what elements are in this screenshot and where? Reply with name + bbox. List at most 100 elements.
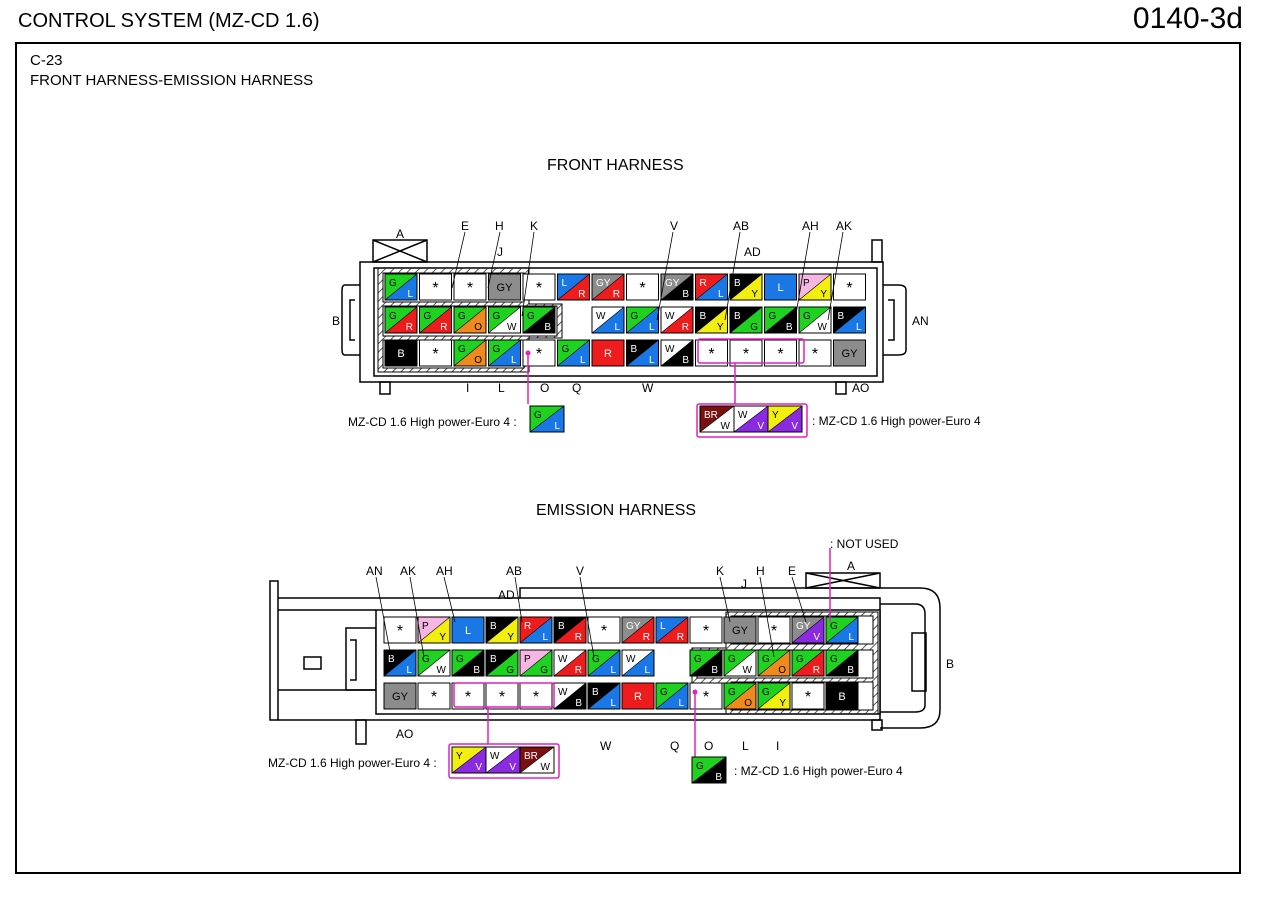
wire-color-code: B (847, 665, 854, 676)
front-label-ab: AB (733, 219, 750, 233)
emission-label-an: AN (366, 564, 383, 578)
emission-pin-r1-c14: GL (825, 616, 859, 644)
emission-pin-r1-c3: L (451, 616, 485, 644)
emission-label-b: B (946, 657, 955, 671)
front-pin-r2-c3: GO (453, 306, 487, 334)
wire-color-code: P (422, 621, 429, 632)
wire-color-code: G (696, 761, 704, 772)
emission-note-group-wire-1: YV (451, 746, 487, 774)
emission-pin-r2-c4: BG (485, 649, 519, 677)
wire-color-code: L (406, 665, 412, 676)
diagram-frame (15, 42, 1241, 874)
wire-color-code: GY (596, 278, 611, 289)
emission-harness-title: EMISSION HARNESS (536, 502, 697, 519)
connector-name: FRONT HARNESS-EMISSION HARNESS (30, 72, 314, 89)
emission-pin-r2-c14: GB (825, 649, 859, 677)
emission-label-i: I (776, 739, 780, 753)
wire-color-code: L (511, 355, 517, 366)
wire-color-code: L (848, 632, 854, 643)
wire-color-code: B (711, 665, 718, 676)
wire-color-code: R (575, 632, 582, 643)
front-pin-r2-c5: GB (522, 306, 556, 334)
front-note-group-wire-1: BRW (699, 405, 735, 433)
wire-color-code: Y (751, 289, 758, 300)
front-pin-r1-c6: LR (557, 273, 590, 301)
front-note-single-wire-1: GL (529, 405, 565, 433)
empty-pin-mark: * (639, 280, 645, 297)
emission-note-group-text: MZ-CD 1.6 High power-Euro 4 : (268, 756, 437, 770)
emission-pin-r1-c2: PY (417, 616, 451, 644)
wire-color-code: B (575, 698, 582, 709)
emission-label-ab: AB (506, 564, 523, 578)
wire-color-code: G (830, 621, 838, 632)
wire-color-code: G (456, 654, 464, 665)
front-pin-r2-c7: WL (591, 306, 625, 334)
emission-pin-r1-c8: GYR (621, 616, 655, 644)
front-label-o: O (540, 381, 550, 395)
wire-color-code: R (578, 289, 585, 300)
empty-pin-mark: * (812, 346, 818, 363)
emission-pin-r2-c7: GL (587, 649, 621, 677)
wire-color-code: Y (507, 632, 514, 643)
wire-color-code: V (757, 421, 764, 432)
wire-color-code: L (649, 355, 655, 366)
emission-pin-r3-c14: B (825, 682, 859, 710)
not-used-note: : NOT USED (830, 537, 899, 551)
emission-label-j: J (741, 577, 747, 591)
front-accent-links (527, 338, 808, 438)
wire-color-code: Y (779, 698, 786, 709)
front-pin-r2-c11: BG (729, 306, 763, 334)
wire-color-code: G (424, 311, 432, 322)
wire-color-code: W (558, 687, 568, 698)
emission-accent-links (448, 548, 831, 779)
empty-pin-mark: * (465, 689, 471, 706)
page-number: 0140-3d (1132, 2, 1243, 35)
wire-color-code: W (738, 410, 748, 421)
emission-label-v: V (576, 564, 585, 578)
wire-color-code: V (475, 762, 482, 773)
wire-color-code: GY (842, 348, 859, 360)
front-pin-r2-c8: GL (626, 306, 659, 334)
empty-pin-mark: * (467, 280, 473, 297)
wire-color-code: L (856, 322, 862, 333)
wire-color-code: L (554, 421, 560, 432)
wire-color-code: G (540, 665, 548, 676)
wire-color-code: L (649, 322, 655, 333)
front-label-an: AN (912, 314, 929, 328)
front-pin-r2-c13: GW (798, 306, 832, 334)
emission-label-q: Q (670, 739, 680, 753)
emission-pin-r3-c2: * (417, 682, 451, 710)
wire-color-code: L (777, 282, 783, 294)
emission-pin-r3-c13: * (791, 682, 825, 710)
wire-color-code: R (813, 665, 820, 676)
empty-pin-mark: * (708, 346, 714, 363)
wire-color-code: Y (772, 410, 779, 421)
emission-pin-r2-c13: GR (791, 649, 825, 677)
emission-pin-r3-c4: * (485, 682, 519, 710)
wire-color-code: L (407, 289, 413, 300)
front-pin-r2-c14: BL (833, 306, 866, 334)
emission-pin-r2-c11: GW (723, 649, 757, 677)
page-title: CONTROL SYSTEM (MZ-CD 1.6) (18, 10, 320, 32)
empty-pin-mark: * (703, 623, 709, 640)
wire-color-code: B (786, 322, 793, 333)
emission-label-ao: AO (396, 727, 414, 741)
front-harness-title: FRONT HARNESS (547, 157, 684, 174)
front-note-single-wire: GL (529, 405, 565, 433)
front-label-ak: AK (836, 219, 853, 233)
wire-color-code: V (791, 421, 798, 432)
connector-id: C-23 (30, 52, 63, 69)
emission-label-k: K (716, 564, 725, 578)
emission-label-ah: AH (436, 564, 453, 578)
wire-color-code: G (592, 654, 600, 665)
empty-pin-mark: * (432, 280, 438, 297)
wire-color-code: R (524, 621, 531, 632)
wire-color-code: W (665, 311, 675, 322)
wire-color-code: G (389, 278, 397, 289)
wire-color-code: G (762, 654, 770, 665)
wire-color-code: L (614, 322, 620, 333)
wire-color-code: O (744, 698, 752, 709)
wire-color-code: B (544, 322, 551, 333)
emission-pin-r3-c12: GY (757, 682, 791, 710)
